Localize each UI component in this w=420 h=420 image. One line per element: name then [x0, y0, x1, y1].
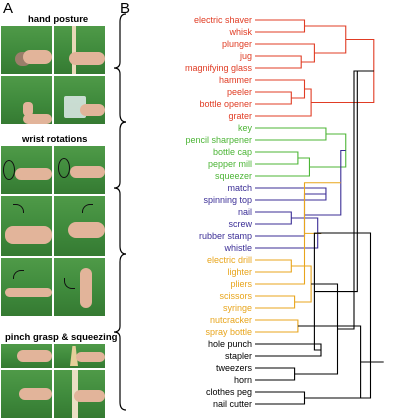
- leaf-label: scissors: [219, 291, 252, 301]
- leaf-label: rubber stamp: [199, 231, 252, 241]
- group-brace: [113, 121, 127, 255]
- leaf-label: jug: [239, 51, 252, 61]
- dendrogram-link: [297, 325, 362, 399]
- dendrogram-link: [255, 43, 315, 63]
- dendrogram-link: [255, 367, 296, 381]
- section-title-pinch-grasp: pinch grasp & squeezing: [5, 332, 118, 343]
- dendrogram-link: [255, 259, 292, 273]
- leaf-label: pliers: [230, 279, 252, 289]
- leaf-label: tweezers: [216, 363, 253, 373]
- group-brace: [113, 13, 127, 123]
- leaf-label: bottle opener: [199, 99, 252, 109]
- dendrogram-link: [255, 91, 292, 105]
- dendrogram-link: [255, 151, 299, 165]
- leaf-label: peeler: [227, 87, 252, 97]
- dendrogram-link: [255, 295, 296, 309]
- leaf-label: electric shaver: [194, 15, 252, 25]
- leaf-label: magnifying glass: [185, 63, 253, 73]
- dendrogram-link: [314, 70, 374, 293]
- dendrogram-link: [255, 343, 322, 357]
- leaf-label: screw: [228, 219, 252, 229]
- leaf-label: horn: [234, 375, 252, 385]
- photo-hand-posture-4: [54, 76, 105, 124]
- leaf-label: pepper mill: [208, 159, 252, 169]
- leaf-label: nutcracker: [210, 315, 252, 325]
- dendrogram-link: [255, 391, 306, 405]
- leaf-label: hammer: [219, 75, 252, 85]
- photo-wrist-rotations-2: [54, 146, 105, 194]
- photo-hand-posture-2: [54, 26, 105, 74]
- leaf-label: pencil sharpener: [185, 135, 252, 145]
- dendrogram-link: [294, 283, 339, 375]
- photo-wrist-rotations-5: [1, 258, 52, 316]
- photo-wrist-rotations-4: [54, 196, 105, 256]
- leaf-label: whistle: [223, 243, 252, 253]
- leaf-labels: electric shaver whisk plunger jug magnifying…: [185, 15, 253, 409]
- section-title-wrist-rotations: wrist rotations: [22, 134, 88, 145]
- dendrogram-link: [304, 232, 372, 399]
- dendrogram-link: [255, 319, 299, 333]
- dendrogram-link: [304, 25, 347, 54]
- dendrogram-link: [337, 70, 374, 330]
- dendrogram-link: [255, 19, 306, 33]
- group-brace: [113, 253, 127, 411]
- section-title-hand-posture: hand posture: [28, 14, 89, 25]
- group-braces: [113, 13, 127, 411]
- leaf-label: lighter: [227, 267, 252, 277]
- photo-hand-posture-1: [1, 26, 52, 74]
- leaf-label: key: [238, 123, 253, 133]
- leaf-label: electric drill: [207, 255, 252, 265]
- dendrogram-links: [255, 19, 384, 405]
- dendrogram-link: [255, 88, 312, 117]
- photo-wrist-rotations-3: [1, 196, 52, 256]
- leaf-label: bottle cap: [213, 147, 252, 157]
- photo-pinch-grasp-4: [54, 370, 105, 418]
- leaf-label: clothes peg: [206, 387, 252, 397]
- leaf-label: squeezer: [215, 171, 252, 181]
- photo-hand-posture-3: [1, 76, 52, 124]
- panel-label-b: B: [120, 0, 131, 17]
- photo-wrist-rotations-1: [1, 146, 52, 194]
- photo-pinch-grasp-2: [54, 344, 105, 368]
- dendrogram-link: [255, 157, 310, 177]
- dendrogram-link: [255, 55, 302, 69]
- photo-pinch-grasp-3: [1, 370, 52, 418]
- leaf-label: spinning top: [203, 195, 252, 205]
- dendrogram-link: [255, 127, 327, 141]
- dendrogram-link: [255, 211, 292, 225]
- dendrogram-link: [255, 79, 306, 99]
- leaf-label: plunger: [222, 39, 252, 49]
- photo-wrist-rotations-6: [54, 258, 105, 316]
- leaf-label: spray bottle: [205, 327, 252, 337]
- leaf-label: whisk: [228, 27, 252, 37]
- leaf-label: grater: [228, 111, 252, 121]
- leaf-label: match: [227, 183, 252, 193]
- leaf-label: nail: [238, 207, 252, 217]
- panel-label-a: A: [3, 0, 14, 17]
- photo-pinch-grasp-1: [1, 344, 52, 368]
- leaf-label: stapler: [225, 351, 252, 361]
- leaf-label: nail cutter: [213, 399, 252, 409]
- leaf-label: syringe: [223, 303, 252, 313]
- leaf-label: hole punch: [208, 339, 252, 349]
